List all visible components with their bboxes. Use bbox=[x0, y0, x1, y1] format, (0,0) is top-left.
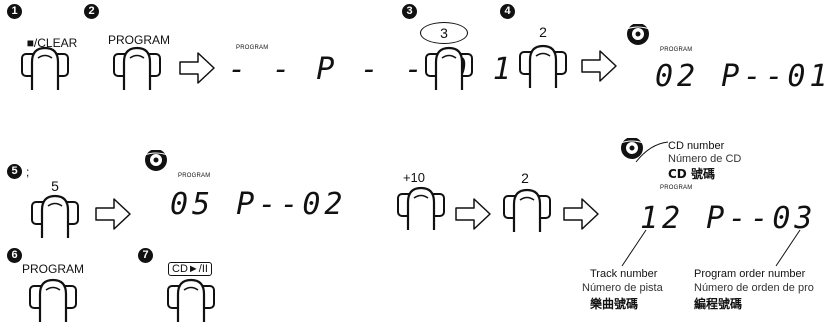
display-4: 12 P--03 bbox=[640, 201, 817, 236]
arrow-right-icon bbox=[95, 198, 131, 230]
display-3: 05 P--02 bbox=[170, 187, 347, 222]
arrow-right-icon bbox=[581, 50, 617, 82]
display-2: 02 P--01 bbox=[655, 59, 832, 94]
program-button-label: PROGRAM bbox=[21, 262, 84, 276]
step-4-number: 4 bbox=[500, 4, 515, 19]
annotation-leader-lines bbox=[621, 229, 801, 267]
display-2-program-tag: PROGRAM bbox=[660, 47, 693, 53]
cd-number-en: CD number bbox=[668, 140, 725, 152]
arrow-right-icon bbox=[179, 52, 215, 84]
arrow-right-icon bbox=[455, 198, 491, 230]
number-3-button-label: 3 bbox=[420, 22, 468, 44]
cd-disc-icon bbox=[142, 150, 171, 172]
finger-press-icon bbox=[518, 44, 568, 90]
program-button-label: PROGRAM bbox=[107, 33, 170, 47]
display-1: - - P - - 0 1 bbox=[228, 52, 515, 87]
cd-number-leader-line bbox=[635, 141, 669, 163]
number-5-button-label: 5 bbox=[51, 178, 59, 194]
number-2-button-label: 2 bbox=[539, 24, 547, 40]
step-7-number: 7 bbox=[138, 248, 153, 263]
step-3-number: 3 bbox=[402, 4, 417, 19]
cd-number-es: Número de CD bbox=[668, 153, 742, 165]
finger-press-icon bbox=[502, 188, 552, 234]
finger-press-icon bbox=[28, 278, 78, 324]
finger-press-icon bbox=[396, 186, 446, 232]
number-2-button-label: 2 bbox=[521, 170, 529, 186]
step-6-number: 6 bbox=[7, 248, 22, 263]
finger-press-icon bbox=[30, 194, 80, 240]
program-order-zh: 編程號碼 bbox=[694, 297, 743, 311]
finger-press-icon bbox=[20, 46, 70, 92]
track-number-zh: 樂曲號碼 bbox=[590, 297, 639, 311]
step-1-number: 1 bbox=[7, 4, 22, 19]
cd-play-pause-button-label: CD►/II bbox=[168, 262, 212, 276]
track-number-en: Track number bbox=[590, 268, 658, 280]
plus10-button-label: +10 bbox=[402, 170, 426, 185]
step-5-suffix: ; bbox=[26, 165, 30, 179]
cd-disc-icon bbox=[624, 24, 653, 46]
finger-press-icon bbox=[424, 46, 474, 92]
finger-press-icon bbox=[112, 46, 162, 92]
arrow-right-icon bbox=[563, 198, 599, 230]
program-order-es: Número de orden de pro bbox=[694, 282, 814, 294]
finger-press-icon bbox=[166, 278, 216, 324]
display-4-program-tag: PROGRAM bbox=[660, 185, 693, 191]
cd-number-zh: CD 號碼 bbox=[668, 167, 715, 181]
clear-button-label: ■/CLEAR bbox=[26, 36, 78, 50]
step-5-number: 5 bbox=[7, 164, 22, 179]
step-2-number: 2 bbox=[84, 4, 99, 19]
display-1-program-tag: PROGRAM bbox=[236, 45, 269, 51]
display-3-program-tag: PROGRAM bbox=[178, 173, 211, 179]
track-number-es: Número de pista bbox=[582, 282, 663, 294]
program-order-en: Program order number bbox=[694, 268, 806, 280]
